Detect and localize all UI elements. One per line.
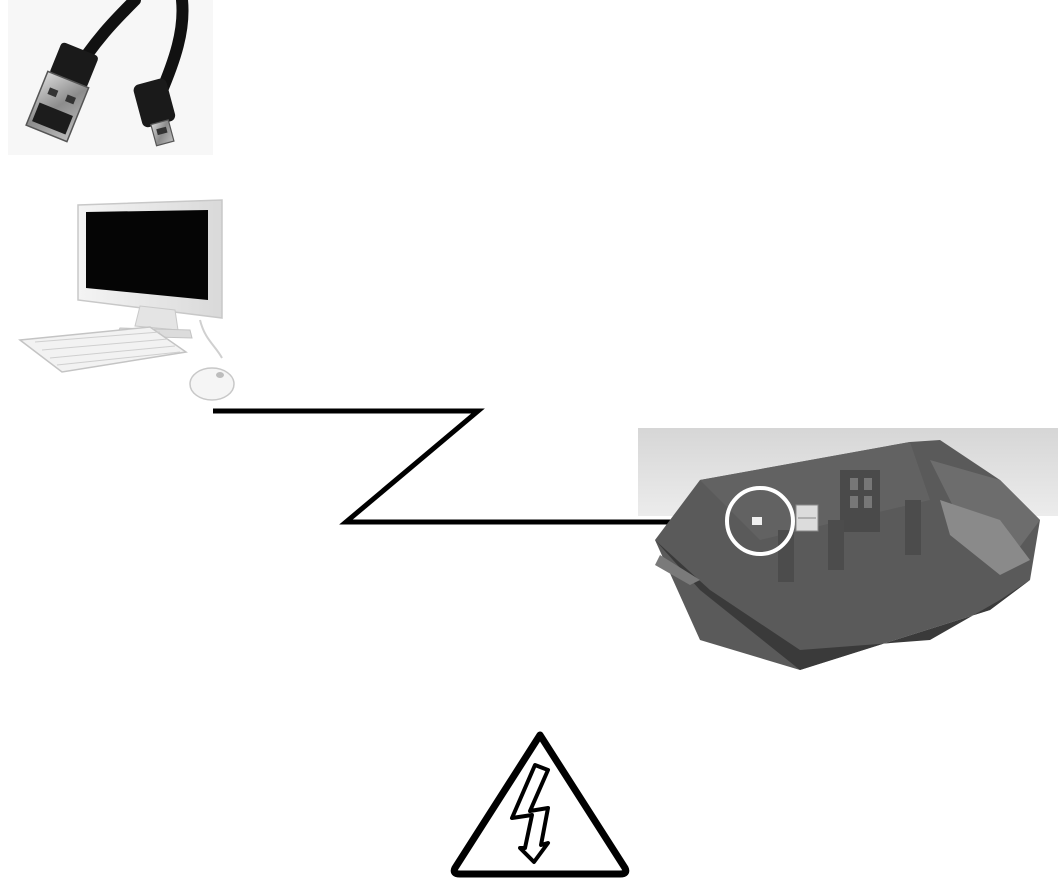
- desktop-computer-icon: [20, 200, 234, 400]
- high-voltage-warning-icon: [454, 735, 626, 874]
- circuit-board-device-icon: [638, 428, 1058, 670]
- usb-cable-icon: [8, 0, 213, 155]
